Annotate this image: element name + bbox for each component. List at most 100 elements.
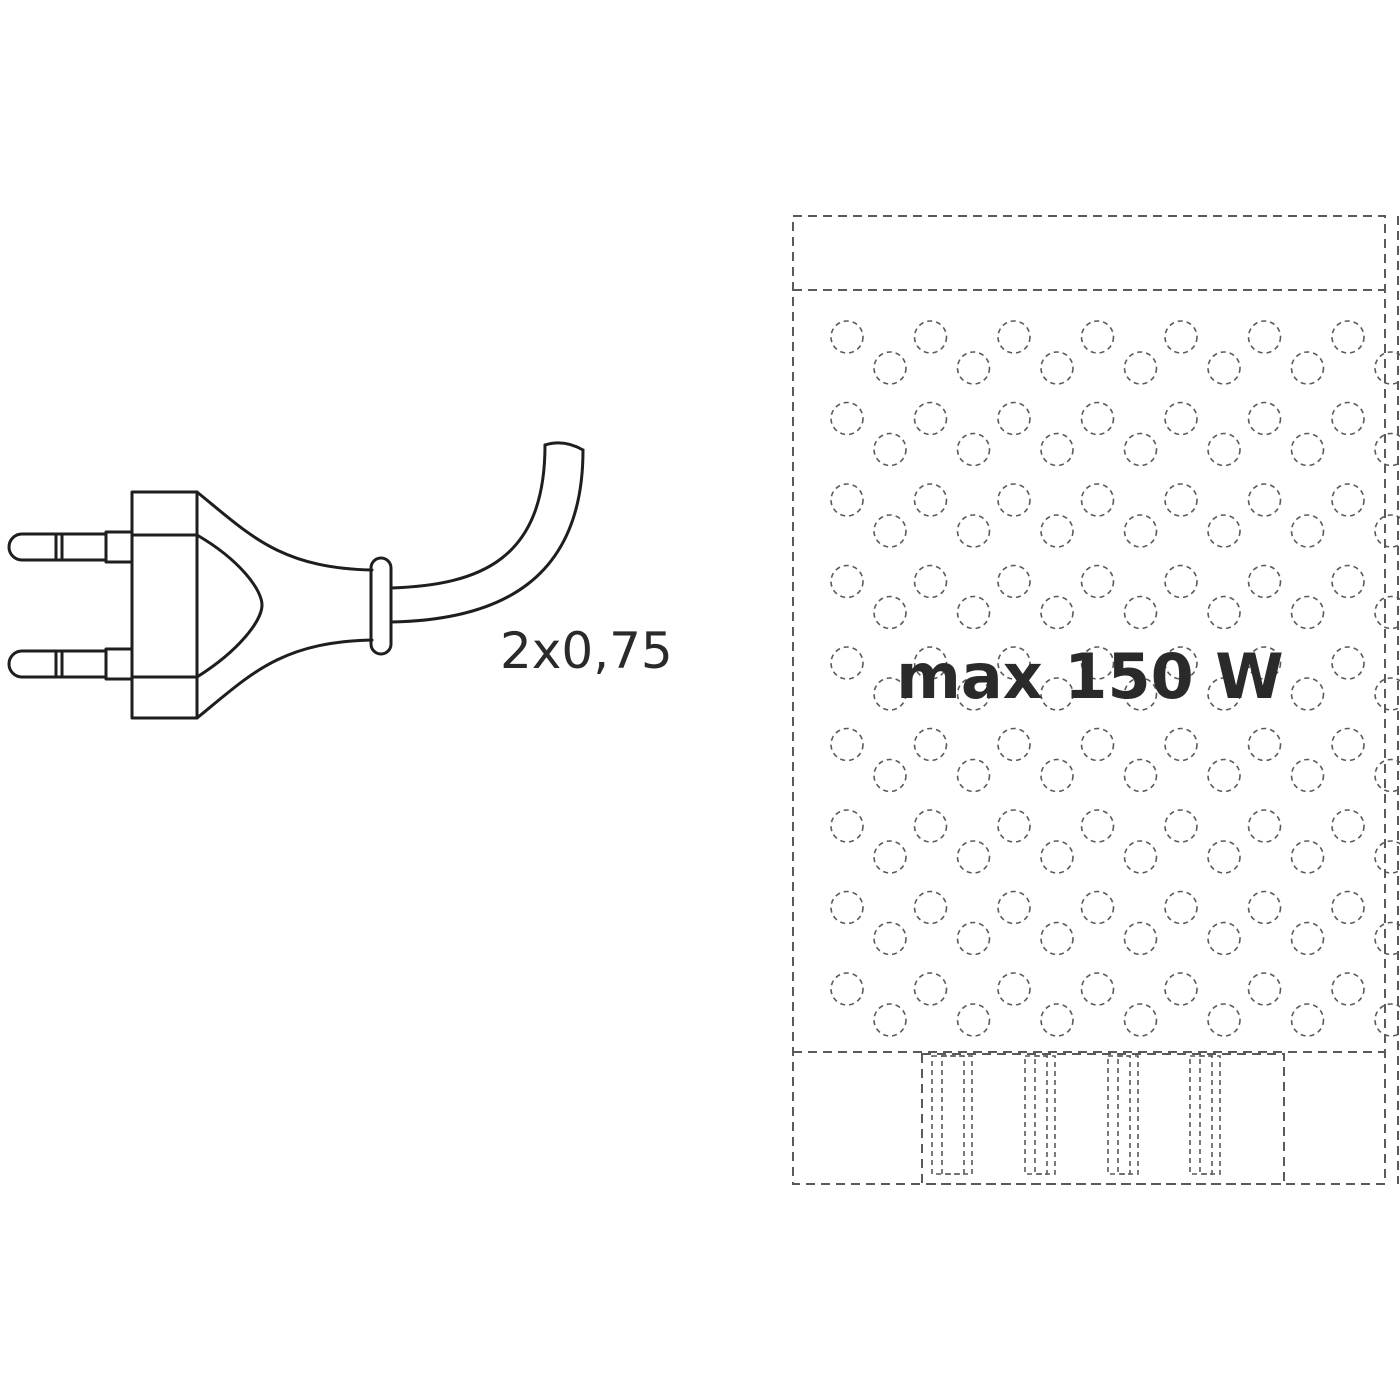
vent-hole — [997, 483, 1031, 517]
vent-hole — [1164, 727, 1198, 762]
vent-hole — [913, 727, 948, 762]
vent-hole — [1331, 727, 1365, 762]
vent-hole — [1164, 972, 1198, 1006]
vent-hole — [1164, 809, 1198, 843]
vent-hole — [1374, 758, 1400, 793]
terminal-slot — [1199, 1055, 1213, 1175]
vent-hole — [1040, 595, 1074, 630]
vent-hole — [830, 809, 864, 843]
vent-hole — [1164, 483, 1198, 517]
vent-hole — [830, 646, 864, 680]
vent-hole — [956, 921, 991, 956]
vent-hole — [1040, 351, 1074, 385]
plug-cable — [389, 441, 585, 624]
vent-hole — [1290, 351, 1325, 385]
vent-hole — [873, 921, 907, 956]
vent-hole — [1164, 564, 1198, 599]
vent-hole — [956, 840, 991, 874]
vent-hole — [997, 727, 1031, 762]
vent-hole — [1123, 840, 1158, 874]
max-power-label: max 150 W — [896, 640, 1283, 713]
vent-hole — [1331, 890, 1365, 925]
vent-hole — [1290, 514, 1325, 548]
vent-hole — [956, 432, 991, 467]
plug-pin-upper — [7, 530, 134, 564]
vent-hole — [1123, 432, 1158, 467]
vent-hole — [1123, 351, 1158, 385]
terminal-slot — [1024, 1055, 1056, 1175]
vent-hole — [830, 564, 864, 599]
vent-hole — [997, 809, 1031, 843]
vent-hole — [1290, 1003, 1325, 1037]
vent-hole — [830, 972, 864, 1006]
vent-hole — [956, 758, 991, 793]
vent-hole — [1290, 840, 1325, 874]
plug-pin-lower — [7, 647, 134, 681]
vent-hole — [1123, 921, 1158, 956]
terminal-slot — [1189, 1055, 1221, 1175]
vent-hole — [1374, 595, 1400, 630]
vent-hole — [873, 1003, 907, 1037]
vent-hole — [1207, 677, 1241, 711]
transformer-vent-holes — [830, 320, 1400, 1037]
vent-hole — [873, 840, 907, 874]
vent-hole — [1080, 564, 1115, 599]
vent-hole — [873, 595, 907, 630]
vent-hole — [913, 809, 948, 843]
vent-hole — [1080, 646, 1115, 680]
vent-hole — [1207, 351, 1241, 385]
vent-hole — [1290, 595, 1325, 630]
vent-hole — [1374, 1003, 1400, 1037]
vent-hole — [1123, 514, 1158, 548]
vent-hole — [956, 677, 991, 711]
vent-hole — [1207, 758, 1241, 793]
vent-hole — [1123, 1003, 1158, 1037]
vent-hole — [1207, 432, 1241, 467]
vent-hole — [956, 1003, 991, 1037]
vent-hole — [1207, 1003, 1241, 1037]
vent-hole — [1040, 758, 1074, 793]
vent-hole — [913, 564, 948, 599]
vent-hole — [1247, 809, 1282, 843]
vent-hole — [913, 483, 948, 517]
vent-hole — [913, 646, 948, 680]
vent-hole — [1040, 514, 1074, 548]
vent-hole — [830, 401, 864, 436]
vent-hole — [1040, 921, 1074, 956]
vent-hole — [997, 564, 1031, 599]
vent-hole — [1040, 432, 1074, 467]
terminal-slot — [931, 1055, 973, 1175]
vent-hole — [1247, 727, 1282, 762]
vent-hole — [1374, 432, 1400, 467]
vent-hole — [1080, 809, 1115, 843]
vent-hole — [1247, 483, 1282, 517]
vent-hole — [1207, 595, 1241, 630]
vent-hole — [1080, 483, 1115, 517]
vent-hole — [830, 320, 864, 354]
vent-hole — [873, 432, 907, 467]
vent-hole — [1374, 677, 1400, 711]
vent-hole — [830, 890, 864, 925]
vent-hole — [1040, 677, 1074, 711]
vent-hole — [913, 890, 948, 925]
vent-hole — [997, 646, 1031, 680]
vent-hole — [1331, 401, 1365, 436]
euro-plug-icon — [7, 441, 585, 720]
vent-hole — [1123, 677, 1158, 711]
vent-hole — [830, 727, 864, 762]
vent-hole — [873, 514, 907, 548]
plug-collar — [369, 556, 393, 656]
vent-hole — [956, 351, 991, 385]
vent-hole — [956, 514, 991, 548]
vent-hole — [1331, 564, 1365, 599]
vent-hole — [1247, 564, 1282, 599]
vent-hole — [1080, 972, 1115, 1006]
vent-hole — [1123, 595, 1158, 630]
vent-hole — [1290, 921, 1325, 956]
vent-hole — [830, 483, 864, 517]
vent-hole — [1331, 320, 1365, 354]
vent-hole — [1207, 840, 1241, 874]
vent-hole — [1374, 351, 1400, 385]
terminal-slot — [1117, 1055, 1131, 1175]
